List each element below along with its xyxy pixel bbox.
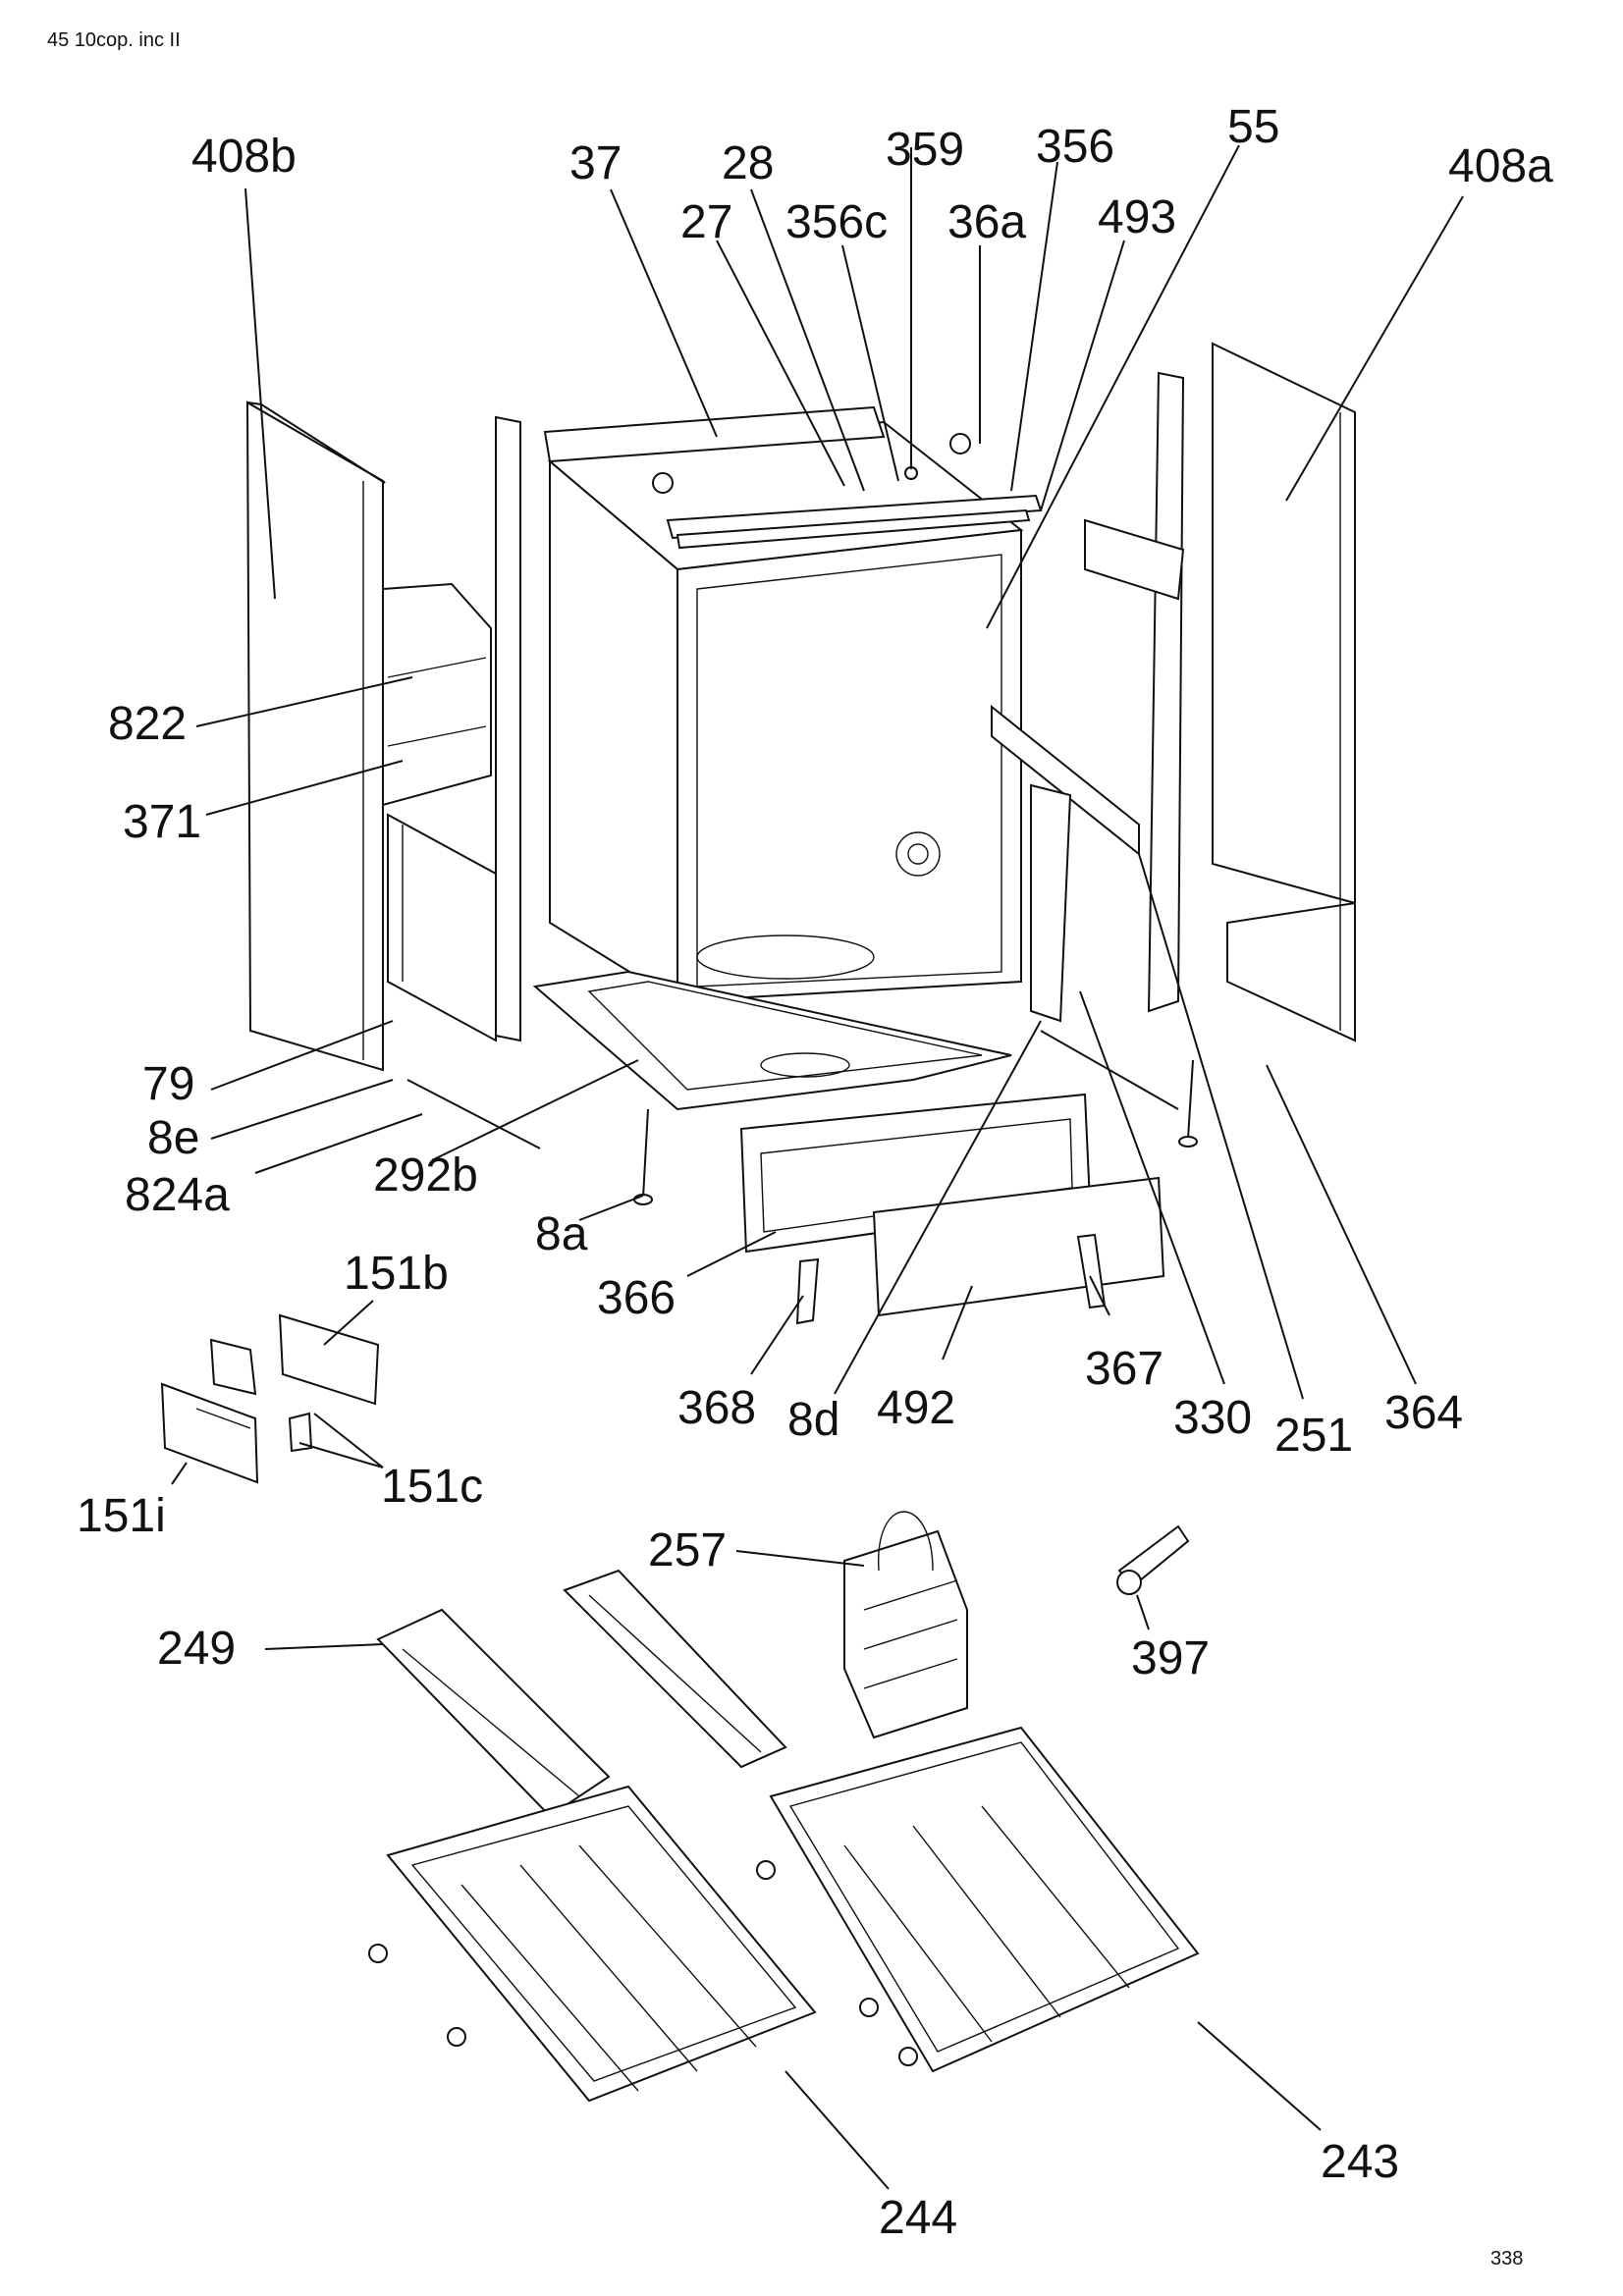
label-408b: 408b bbox=[191, 131, 297, 183]
frame-upright-left bbox=[387, 415, 521, 1042]
cutlery-basket bbox=[843, 1511, 968, 1739]
kick-plate bbox=[795, 1176, 1165, 1325]
label-8d: 8d bbox=[787, 1394, 839, 1446]
label-356c: 356c bbox=[785, 196, 888, 248]
label-55: 55 bbox=[1227, 101, 1279, 153]
side-panel-left bbox=[245, 400, 386, 1072]
label-364: 364 bbox=[1384, 1387, 1463, 1439]
leader-lines bbox=[171, 144, 1464, 2190]
label-37: 37 bbox=[569, 137, 622, 189]
upper-basket bbox=[368, 1785, 817, 2103]
label-28: 28 bbox=[722, 137, 774, 189]
frame-upright-right bbox=[991, 371, 1185, 1023]
label-292b: 292b bbox=[373, 1149, 478, 1201]
label-356: 356 bbox=[1036, 121, 1114, 173]
label-79: 79 bbox=[142, 1058, 194, 1110]
label-151i: 151i bbox=[77, 1490, 166, 1542]
label-8a: 8a bbox=[535, 1208, 588, 1260]
page-header: 45 10cop. inc II bbox=[47, 29, 181, 51]
electronic-module bbox=[160, 1313, 380, 1484]
label-359: 359 bbox=[886, 124, 964, 176]
label-492: 492 bbox=[877, 1382, 955, 1434]
lower-basket bbox=[756, 1726, 1200, 2073]
label-397: 397 bbox=[1131, 1632, 1210, 1684]
label-493: 493 bbox=[1098, 191, 1176, 243]
label-8e: 8e bbox=[147, 1112, 199, 1164]
label-243: 243 bbox=[1321, 2136, 1399, 2188]
label-366: 366 bbox=[597, 1272, 676, 1324]
label-824a: 824a bbox=[125, 1169, 230, 1221]
cup-rack-left bbox=[376, 1608, 611, 1818]
label-368: 368 bbox=[677, 1382, 756, 1434]
label-330: 330 bbox=[1173, 1392, 1252, 1444]
label-249: 249 bbox=[157, 1623, 236, 1675]
label-257: 257 bbox=[648, 1524, 727, 1576]
label-151b: 151b bbox=[344, 1248, 449, 1300]
base-tray bbox=[532, 970, 1012, 1111]
page-number: 338 bbox=[1490, 2248, 1524, 2269]
label-822: 822 bbox=[108, 698, 187, 750]
label-408a: 408a bbox=[1448, 140, 1553, 192]
cup-rack-right bbox=[563, 1569, 787, 1769]
label-27: 27 bbox=[680, 196, 732, 248]
label-251: 251 bbox=[1274, 1410, 1353, 1462]
label-371: 371 bbox=[123, 796, 201, 848]
bracket-plate bbox=[382, 582, 492, 807]
label-36a: 36a bbox=[947, 196, 1026, 248]
label-244: 244 bbox=[879, 2192, 957, 2244]
label-367: 367 bbox=[1085, 1343, 1163, 1395]
label-151c: 151c bbox=[381, 1461, 483, 1513]
spray-arm bbox=[1116, 1524, 1190, 1595]
tub-body bbox=[543, 405, 1024, 1003]
side-panel-right bbox=[1212, 342, 1356, 1042]
